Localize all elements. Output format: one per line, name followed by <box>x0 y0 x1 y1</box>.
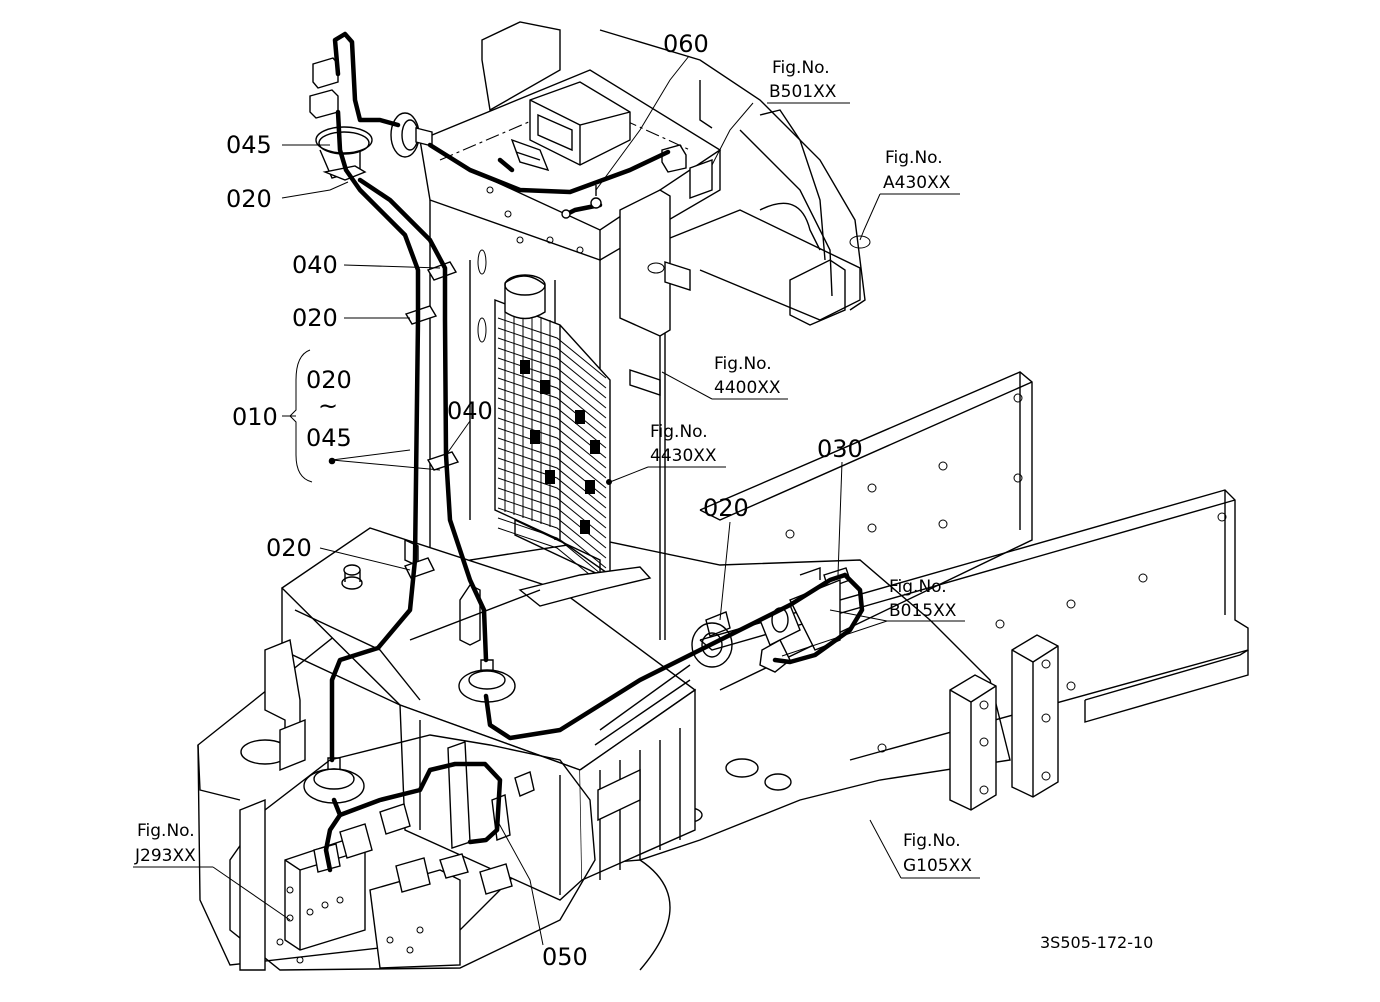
fig-ref-a430-code: A430XX <box>883 173 951 193</box>
fig-ref-b501-prefix: Fig.No. <box>772 58 830 78</box>
label-020-range: 020 <box>306 366 352 394</box>
fig-ref-b015-prefix: Fig.No. <box>889 577 947 597</box>
radiator-fin-shade <box>545 470 555 484</box>
frame-rail-rear <box>699 371 1033 691</box>
battery-bracket-left <box>264 639 306 772</box>
label-020-c: 020 <box>266 534 312 562</box>
fig-ref-4430-code: 4430XX <box>650 446 717 466</box>
radiator-fin-line <box>497 357 607 419</box>
radiator-fin-line <box>497 347 607 409</box>
radiator-fin-line <box>497 457 607 519</box>
radiator-fin-line <box>497 397 607 459</box>
radiator-fin-shade <box>520 360 530 374</box>
fig-ref-j293-prefix: Fig.No. <box>137 821 195 841</box>
label-030: 030 <box>817 435 863 463</box>
radiator-fin-shade <box>585 480 595 494</box>
frame-rail-front <box>699 489 1249 761</box>
battery-hold-down <box>409 566 652 646</box>
horn-top <box>390 112 433 158</box>
figure-reference-labels: Fig.No. B501XX Fig.No. A430XX Fig.No. 44… <box>134 58 972 876</box>
radiator-fin-shade <box>580 520 590 534</box>
radiator-fin-line <box>497 317 607 379</box>
label-040-b: 040 <box>447 397 493 425</box>
radiator-fin-shade <box>590 440 600 454</box>
fig-ref-4400-prefix: Fig.No. <box>714 354 772 374</box>
battery <box>280 527 697 901</box>
radiator-core <box>494 274 611 589</box>
leader-lines <box>133 55 980 946</box>
radiator-fin-line <box>497 517 607 579</box>
radiator-fin-line <box>497 377 607 439</box>
fig-ref-b015-code: B015XX <box>889 601 957 621</box>
controller-unit <box>510 81 713 199</box>
switch-assembly <box>691 567 841 673</box>
connector-plugs <box>309 57 687 173</box>
fig-ref-a430-prefix: Fig.No. <box>885 148 943 168</box>
radiator-fin-line <box>497 497 607 559</box>
radiator-fin-line <box>497 387 607 449</box>
label-020-a: 020 <box>226 185 272 213</box>
ground-terminal <box>561 185 602 219</box>
radiator-fin-line <box>497 407 607 469</box>
label-020-d: 020 <box>703 494 749 522</box>
fig-ref-4430-prefix: Fig.No. <box>650 422 708 442</box>
band-clamp <box>315 126 373 181</box>
radiator-fin-line <box>497 327 607 389</box>
label-010: 010 <box>232 403 278 431</box>
radiator-fin-shade <box>575 410 585 424</box>
radiator-fin-line <box>497 487 607 549</box>
fig-ref-g105-prefix: Fig.No. <box>903 831 961 851</box>
label-020-b: 020 <box>292 304 338 332</box>
label-045-range: 045 <box>306 424 352 452</box>
radiator-fin-shade <box>530 430 540 444</box>
part-number-labels: 060 045 020 040 020 020 ~ 010 045 040 02… <box>226 30 863 971</box>
radiator-fin-line <box>497 467 607 529</box>
radiator-fin-shade <box>540 380 550 394</box>
radiator-fins <box>497 305 607 589</box>
horn-bottom <box>303 757 365 804</box>
fig-ref-g105-code: G105XX <box>903 856 972 876</box>
fig-ref-4400-code: 4400XX <box>714 378 781 398</box>
valve-block <box>229 734 596 971</box>
radiator-fin-line <box>497 367 607 429</box>
label-050: 050 <box>542 943 588 971</box>
radiator-fin-line <box>497 417 607 479</box>
fig-ref-j293-code: J293XX <box>134 846 196 866</box>
label-040-a: 040 <box>292 251 338 279</box>
radiator-fin-line <box>497 337 607 399</box>
drawing-code: 3S505-172-10 <box>1040 933 1153 952</box>
upper-support-frame <box>481 21 871 326</box>
radiator-fin-line <box>497 427 607 489</box>
spacer-blocks <box>949 634 1059 811</box>
label-060: 060 <box>663 30 709 58</box>
range-tilde: ~ <box>318 392 338 420</box>
radiator-fin-line <box>497 447 607 509</box>
wire-harness <box>323 31 865 873</box>
label-045-top: 045 <box>226 131 272 159</box>
fig-ref-b501-code: B501XX <box>769 82 837 102</box>
